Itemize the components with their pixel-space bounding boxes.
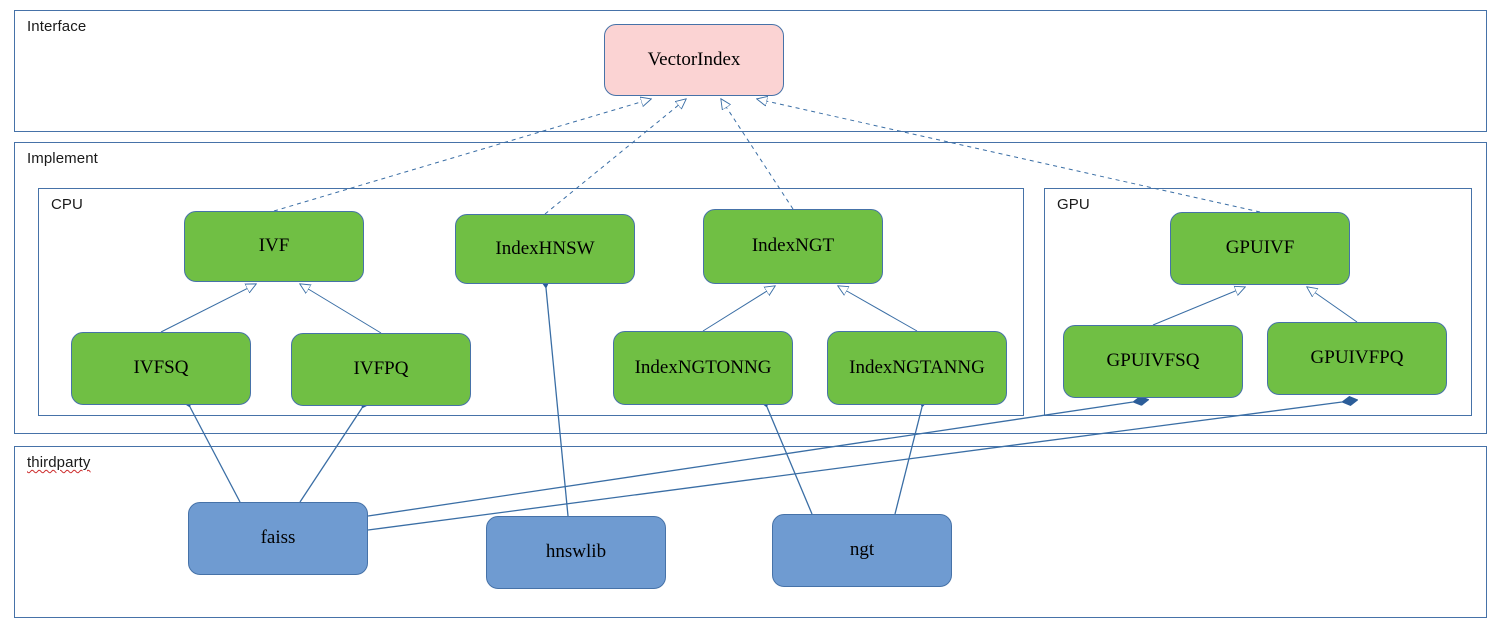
- node-label: ngt: [849, 539, 875, 561]
- node-label: GPUIVFPQ: [1310, 347, 1404, 369]
- node-label: VectorIndex: [647, 48, 741, 70]
- node-label: faiss: [260, 527, 296, 549]
- node-faiss[interactable]: faiss: [188, 502, 368, 575]
- node-indexngt[interactable]: IndexNGT: [703, 209, 883, 284]
- node-ivf[interactable]: IVF: [184, 211, 364, 282]
- node-label: IVF: [258, 235, 290, 257]
- node-label: IndexHNSW: [495, 237, 595, 259]
- node-label: IndexNGTONNG: [634, 356, 772, 378]
- node-ivfsq[interactable]: IVFSQ: [71, 332, 251, 405]
- node-label: IndexNGTANNG: [849, 356, 985, 378]
- group-label-thirdparty: thirdparty: [27, 454, 91, 471]
- node-gpuivf[interactable]: GPUIVF: [1170, 212, 1350, 285]
- group-label-cpu: CPU: [51, 196, 83, 213]
- node-label: IVFSQ: [133, 357, 189, 379]
- node-label: hnswlib: [545, 541, 607, 563]
- node-indexngtonng[interactable]: IndexNGTONNG: [613, 331, 793, 405]
- node-vectorindex[interactable]: VectorIndex: [604, 24, 784, 96]
- node-label: IndexNGT: [751, 235, 835, 257]
- node-gpuivfsq[interactable]: GPUIVFSQ: [1063, 325, 1243, 398]
- node-indexhnsw[interactable]: IndexHNSW: [455, 214, 635, 284]
- node-indexngtanng[interactable]: IndexNGTANNG: [827, 331, 1007, 405]
- node-ngt[interactable]: ngt: [772, 514, 952, 587]
- group-label-gpu: GPU: [1057, 196, 1090, 213]
- node-label: IVFPQ: [353, 358, 409, 380]
- group-label-interface: Interface: [27, 18, 87, 35]
- node-label: GPUIVF: [1225, 237, 1295, 259]
- node-label: GPUIVFSQ: [1106, 350, 1200, 372]
- group-label-implement: Implement: [27, 150, 98, 167]
- node-gpuivfpq[interactable]: GPUIVFPQ: [1267, 322, 1447, 395]
- node-ivfpq[interactable]: IVFPQ: [291, 333, 471, 406]
- node-hnswlib[interactable]: hnswlib: [486, 516, 666, 589]
